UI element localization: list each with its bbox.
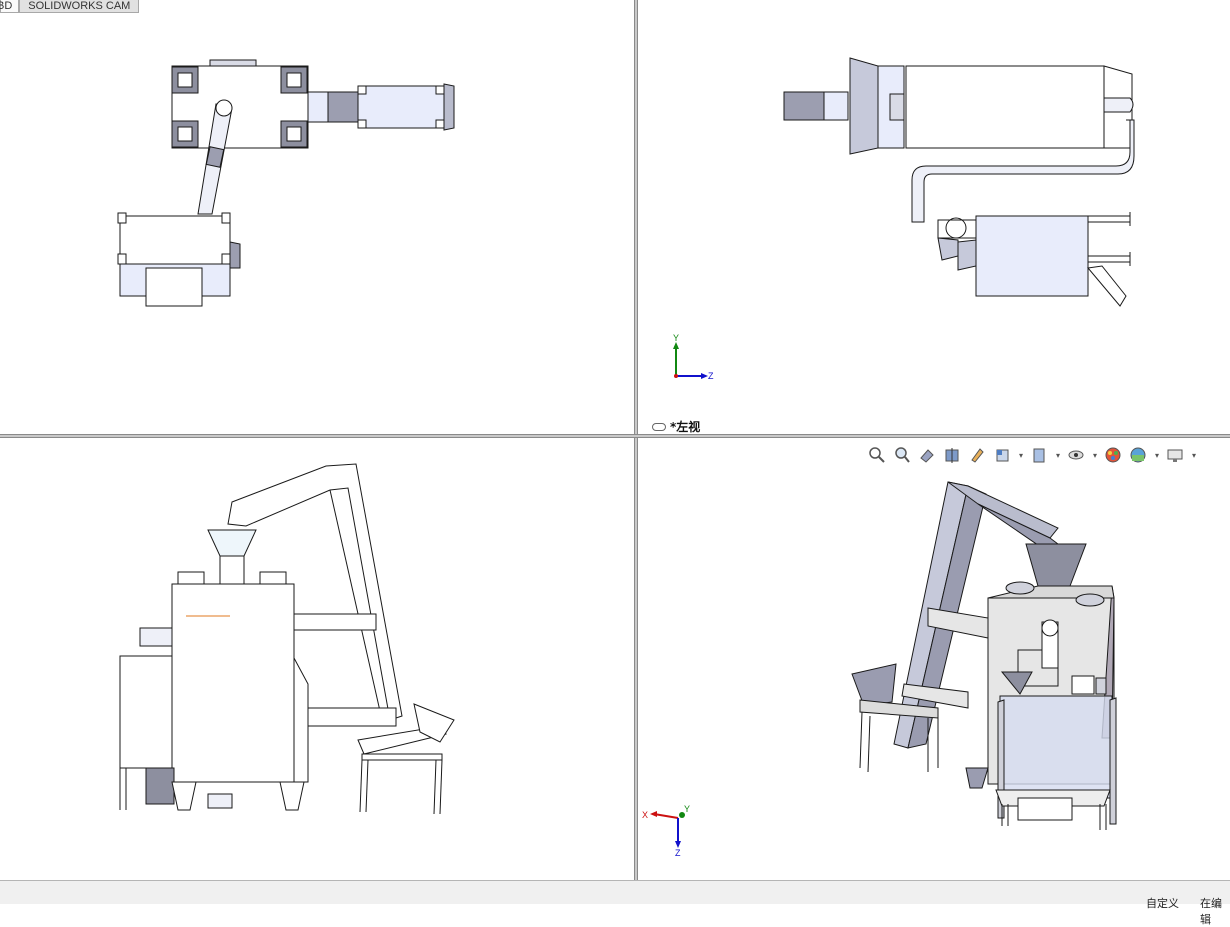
chevron-down-icon[interactable]: ▾ <box>1191 450 1196 460</box>
axis-label-z: Z <box>675 848 681 858</box>
section-view-icon[interactable] <box>941 444 963 466</box>
view-orientation-icon[interactable] <box>991 444 1013 466</box>
axis-label-x: X <box>642 810 649 820</box>
model-isometric-view <box>851 481 1117 830</box>
status-bar: 自定义 在编辑 <box>0 880 1230 926</box>
axis-label-z: Z <box>708 371 714 381</box>
view-settings-icon[interactable] <box>1164 444 1186 466</box>
edit-appearance-icon[interactable] <box>1102 444 1124 466</box>
view-name: *左视 <box>670 420 701 434</box>
chevron-down-icon[interactable]: ▾ <box>1154 450 1159 460</box>
hide-show-items-icon[interactable] <box>1065 444 1087 466</box>
viewport-bottom-left[interactable] <box>0 438 634 880</box>
display-style-icon[interactable] <box>1028 444 1050 466</box>
heads-up-view-toolbar: ▾ ▾ ▾ ▾ ▾ <box>866 443 1201 467</box>
chevron-down-icon[interactable]: ▾ <box>1055 450 1060 460</box>
axis-label-y: Y <box>684 804 691 814</box>
viewport-splitter-horizontal[interactable] <box>0 434 1230 438</box>
viewport-splitter-vertical[interactable] <box>634 0 638 880</box>
viewport-bottom-right[interactable]: ▾ ▾ ▾ ▾ ▾ X Y Z <box>638 438 1230 880</box>
status-editing: 在编辑 <box>1200 898 1222 926</box>
zoom-to-fit-icon[interactable] <box>866 444 888 466</box>
chevron-down-icon[interactable]: ▾ <box>1092 450 1097 460</box>
model-top-view <box>117 59 455 307</box>
tab-solidworks-cam[interactable]: SOLIDWORKS CAM <box>19 0 140 13</box>
model-front-view <box>119 463 455 815</box>
dynamic-annotation-icon[interactable] <box>966 444 988 466</box>
axis-triad-left-view: Y Z <box>668 333 718 386</box>
tab-3d-views[interactable]: BD <box>0 0 20 13</box>
bottom-tab-bar: BD SOLIDWORKS CAM <box>0 0 140 14</box>
chevron-down-icon[interactable]: ▾ <box>1018 450 1023 460</box>
model-left-view <box>783 57 1135 307</box>
viewport-top-left[interactable] <box>0 0 634 434</box>
link-view-icon <box>652 422 666 431</box>
viewport-top-right[interactable]: Y Z *左视 <box>638 0 1230 434</box>
apply-scene-icon[interactable] <box>1127 444 1149 466</box>
zoom-to-area-icon[interactable] <box>891 444 913 466</box>
axis-label-y: Y <box>673 333 680 343</box>
previous-view-icon[interactable] <box>916 444 938 466</box>
view-orientation-label[interactable]: *左视 <box>652 418 700 434</box>
status-custom: 自定义 <box>1146 898 1179 910</box>
axis-triad-isometric: X Y Z <box>642 804 696 862</box>
